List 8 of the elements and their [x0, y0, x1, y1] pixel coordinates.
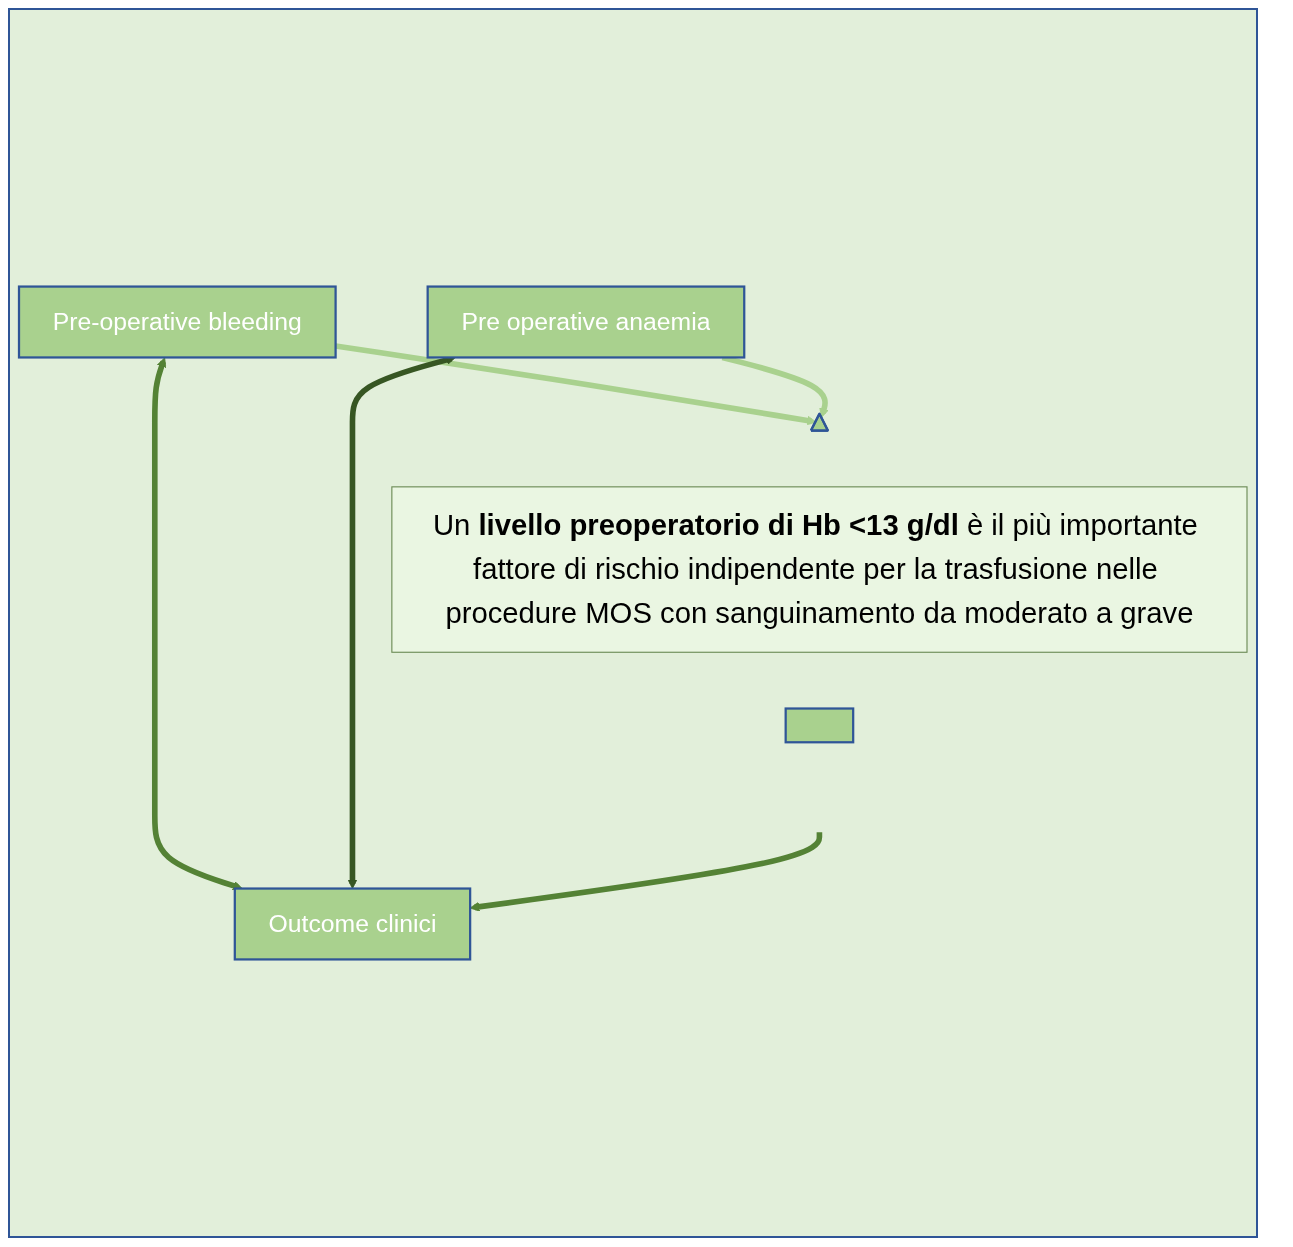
node-box [17, 285, 337, 359]
panel-background: Pre-operative bleeding Pre operative anaemia Un livello preoperatorio di Hb <13 g/dl è il più importante fattore di rischio indipendente per la trasfusione nelle procedure MOS con sanguinamento da moderato a grave Outcome clinici [8, 8, 1258, 1238]
node-box [784, 707, 855, 744]
node-box [426, 285, 746, 359]
arrow [335, 343, 817, 426]
arrow [152, 357, 243, 891]
node-box [391, 486, 1248, 653]
node-box [233, 887, 472, 961]
